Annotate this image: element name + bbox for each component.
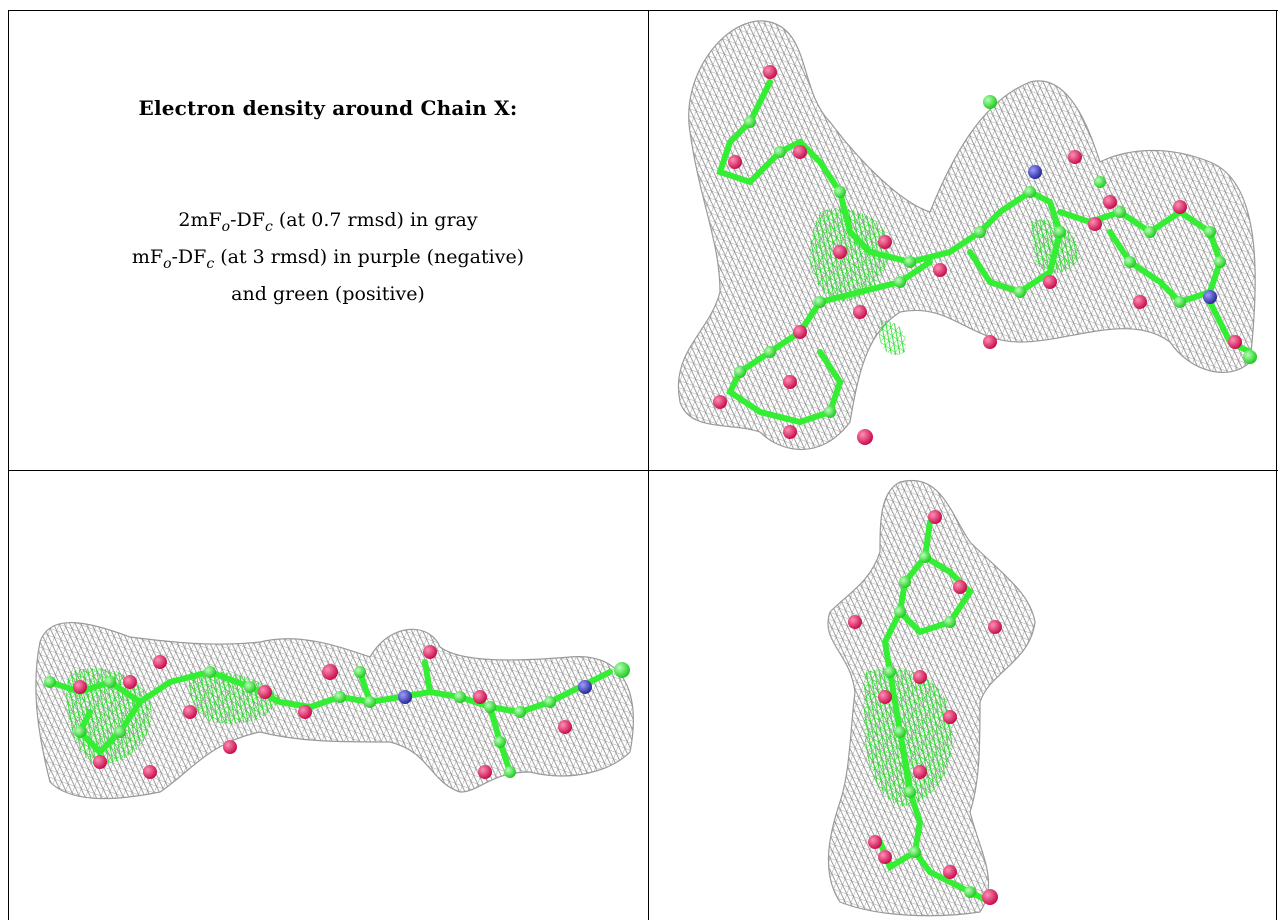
green-positive-density <box>188 670 280 724</box>
view-top-right <box>650 12 1276 468</box>
figure-title: Electron density around Chain X: <box>138 96 518 120</box>
carbon-atoms <box>734 95 1257 418</box>
density-map-bottom-right <box>827 479 1036 917</box>
view-bottom-left <box>10 472 646 918</box>
density-map-top-right <box>677 20 1257 450</box>
caption-line-mfo-dfc: mFo-DFc (at 3 rmsd) in purple (negative) <box>131 245 525 272</box>
table-column-divider <box>648 10 649 920</box>
caption-cell: Electron density around Chain X: 2mFo-DF… <box>8 10 648 470</box>
green-positive-density <box>809 208 890 302</box>
caption-line-2mfo-dfc: 2mFo-DFc (at 0.7 rmsd) in gray <box>178 209 478 235</box>
table-border-left <box>8 10 9 920</box>
nitrogen-atoms <box>398 680 592 704</box>
caption-line-positive: and green (positive) <box>231 282 425 305</box>
green-positive-density <box>879 321 906 356</box>
carbon-atoms <box>44 662 630 778</box>
oxygen-atoms <box>713 65 1242 445</box>
nitrogen-atoms <box>1028 165 1217 304</box>
table-row-divider <box>8 470 1278 471</box>
gray-density-mesh <box>35 621 634 800</box>
carbon-atoms <box>884 551 976 898</box>
table-border-right <box>1276 10 1277 920</box>
density-map-bottom-left <box>35 621 634 800</box>
oxygen-atoms <box>73 645 572 779</box>
figure-description: 2mFo-DFc (at 0.7 rmsd) in gray mFo-DFc (… <box>8 205 648 309</box>
gray-density-mesh <box>677 20 1256 450</box>
oxygen-atoms <box>848 510 1002 905</box>
table-border-top <box>8 10 1278 11</box>
view-bottom-right <box>650 472 1276 918</box>
